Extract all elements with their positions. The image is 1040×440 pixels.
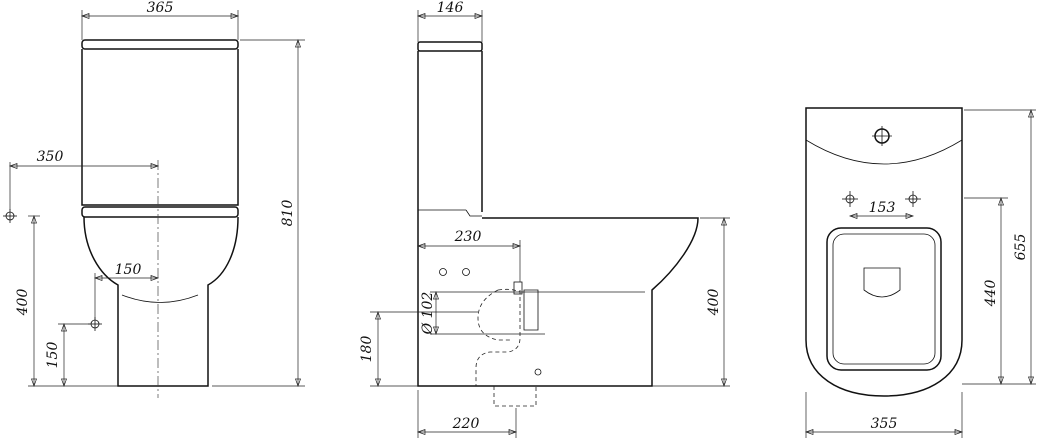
top-view: 153 440 655 355 (804, 107, 1036, 438)
side-base-depth-label: 220 (452, 416, 480, 432)
front-height-label: 810 (280, 200, 296, 227)
front-view: 365 810 350 400 150 (3, 0, 305, 398)
top-width-label: 355 (871, 416, 898, 432)
side-cistern-lid (417, 41, 483, 52)
front-outlet-height-label: 150 (45, 342, 61, 369)
drain-opening (863, 267, 901, 298)
top-outline (805, 107, 963, 397)
trap-dashed-path (475, 288, 521, 386)
side-pipe-diameter-label: Ø 102 (420, 292, 436, 336)
top-seat-length-label: 440 (983, 280, 999, 308)
front-drain-offset-label: 350 (37, 149, 64, 165)
front-seat-height-label: 400 (15, 289, 31, 317)
side-cistern-body (417, 51, 483, 212)
front-width-label: 365 (147, 0, 174, 16)
side-outlet-reach-label: 230 (454, 229, 482, 245)
bolt-hole-left (842, 191, 858, 207)
inlet-marker-left (3, 209, 17, 223)
bolt-hole-right (905, 191, 921, 207)
side-body-outline (417, 210, 699, 387)
side-view: 146 230 Ø 102 180 400 220 (359, 0, 730, 438)
front-inlet-label: 150 (115, 262, 142, 278)
top-total-length-label: 655 (1013, 234, 1029, 261)
cistern-body (81, 49, 239, 206)
top-bolt-spacing-label: 153 (869, 200, 896, 216)
side-seat-height-label: 400 (706, 289, 722, 317)
cistern-lid (81, 39, 239, 50)
bowl-outline (83, 216, 239, 387)
seat-inner (832, 233, 936, 365)
side-tank-depth-label: 146 (437, 0, 464, 16)
seat-outer (826, 227, 942, 371)
seat-rim (81, 206, 239, 218)
side-outlet-height-label: 180 (359, 336, 375, 363)
flush-button-icon (872, 126, 892, 146)
